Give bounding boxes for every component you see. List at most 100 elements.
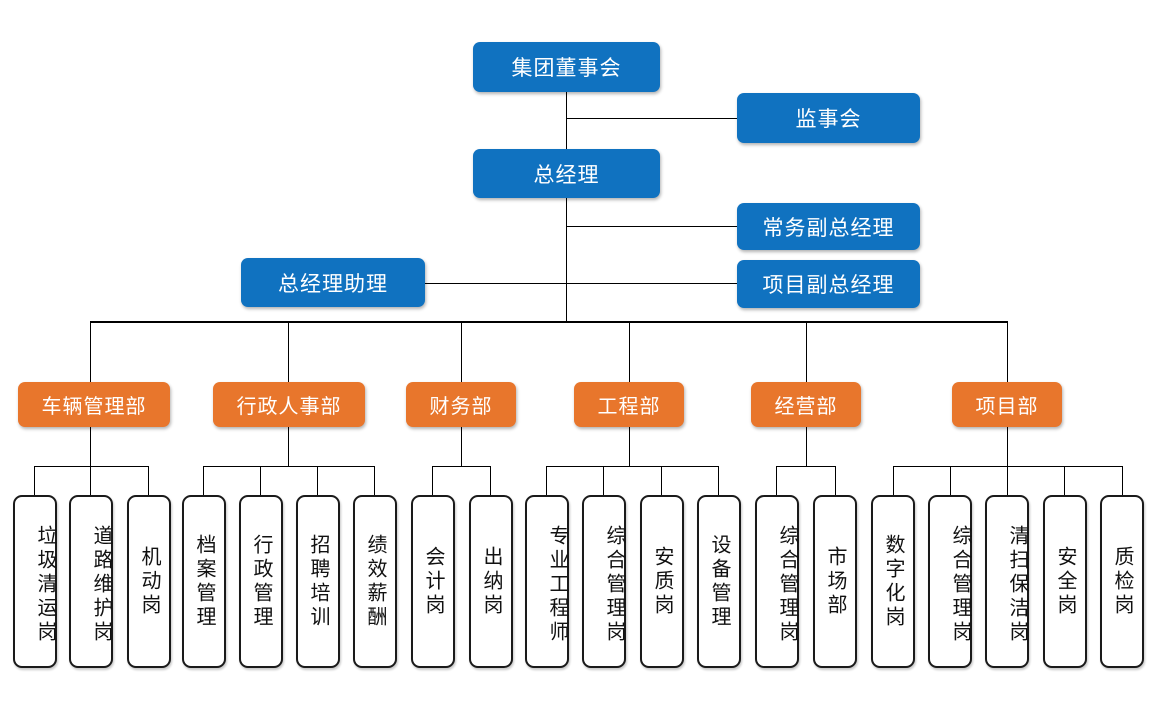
node-position-engineering-general-management[interactable]: 综合管理岗: [582, 495, 626, 668]
node-position-marketing[interactable]: 市场部: [813, 495, 857, 668]
node-position-digitalization-label: 数字化岗: [882, 533, 904, 630]
node-general-manager[interactable]: 总经理: [473, 149, 660, 198]
connector-dept2-leaf-1: [203, 466, 204, 495]
connector-drop-dept-2: [288, 321, 289, 382]
node-department-administration-hr[interactable]: 行政人事部: [213, 382, 365, 427]
connector-dept3-bus: [432, 466, 490, 467]
connector-dept5-stem: [806, 427, 807, 466]
node-position-safety[interactable]: 安全岗: [1043, 495, 1087, 668]
node-position-project-general-management-label: 综合管理岗: [949, 524, 971, 645]
node-department-engineering[interactable]: 工程部: [574, 382, 684, 427]
node-department-project[interactable]: 项目部: [952, 382, 1062, 427]
node-project-deputy-gm[interactable]: 项目副总经理: [737, 260, 920, 308]
node-department-vehicle-management-label: 车辆管理部: [41, 396, 147, 418]
node-position-quality-inspection-label: 质检岗: [1111, 545, 1133, 618]
node-position-cleaning-sanitation-label: 清扫保洁岗: [1006, 524, 1028, 645]
node-position-operations-general-management[interactable]: 综合管理岗: [755, 495, 799, 668]
connector-dept2-leaf-3: [317, 466, 318, 495]
connector-dept4-leaf-1: [546, 466, 547, 495]
node-project-deputy-gm-label: 项目副总经理: [762, 274, 895, 297]
node-gm-assistant[interactable]: 总经理助理: [241, 258, 425, 307]
node-position-road-maintenance[interactable]: 道路维护岗: [69, 495, 113, 668]
connector-dept6-leaf-1: [893, 466, 894, 495]
node-position-records-management[interactable]: 档案管理: [182, 495, 226, 668]
node-department-finance-label: 财务部: [429, 396, 493, 418]
node-position-accounting[interactable]: 会计岗: [411, 495, 455, 668]
connector-dept4-leaf-2: [603, 466, 604, 495]
node-executive-deputy-gm-label: 常务副总经理: [762, 216, 895, 240]
node-board-of-directors-label: 集团董事会: [511, 57, 622, 80]
connector-dept2-bus: [203, 466, 374, 467]
node-department-operations[interactable]: 经营部: [751, 382, 861, 427]
connector-dept3-leaf-1: [432, 466, 433, 495]
node-position-engineering-general-management-label: 综合管理岗: [603, 524, 625, 645]
connector-dept3-leaf-2: [490, 466, 491, 495]
node-general-manager-label: 总经理: [533, 163, 600, 187]
connector-gm-to-supervisory: [566, 118, 737, 119]
connector-dept4-leaf-3: [661, 466, 662, 495]
node-supervisory-board[interactable]: 监事会: [737, 93, 920, 143]
connector-dept2-stem: [288, 427, 289, 466]
connector-department-bus: [90, 321, 1008, 323]
connector-dept6-leaf-3: [1007, 466, 1008, 495]
connector-dept2-leaf-4: [374, 466, 375, 495]
node-position-recruitment-training[interactable]: 招聘培训: [296, 495, 340, 668]
node-department-operations-label: 经营部: [774, 396, 838, 418]
node-department-vehicle-management[interactable]: 车辆管理部: [18, 382, 170, 427]
node-position-recruitment-training-label: 招聘培训: [307, 533, 329, 630]
node-position-equipment-management[interactable]: 设备管理: [697, 495, 741, 668]
connector-drop-dept-5: [806, 321, 807, 382]
node-position-cashier[interactable]: 出纳岗: [469, 495, 513, 668]
node-department-finance[interactable]: 财务部: [406, 382, 516, 427]
connector-gm-trunk: [566, 198, 567, 323]
node-position-cleaning-sanitation[interactable]: 清扫保洁岗: [985, 495, 1029, 668]
connector-dept4-bus: [546, 466, 718, 467]
connector-dept6-leaf-5: [1122, 466, 1123, 495]
connector-gm-to-executive-deputy: [566, 226, 737, 227]
node-position-project-general-management[interactable]: 综合管理岗: [928, 495, 972, 668]
node-position-waste-transport[interactable]: 垃圾清运岗: [13, 495, 57, 668]
connector-dept5-leaf-1: [776, 466, 777, 495]
connector-drop-dept-1: [90, 321, 91, 382]
node-department-administration-hr-label: 行政人事部: [236, 396, 342, 418]
node-department-project-label: 项目部: [975, 396, 1039, 418]
node-position-records-management-label: 档案管理: [193, 533, 215, 630]
connector-dept6-leaf-4: [1064, 466, 1065, 495]
node-position-safety-label: 安全岗: [1054, 545, 1076, 618]
connector-drop-dept-6: [1007, 321, 1008, 382]
node-position-road-maintenance-label: 道路维护岗: [90, 524, 112, 645]
node-position-digitalization[interactable]: 数字化岗: [871, 495, 915, 668]
connector-dept2-leaf-2: [260, 466, 261, 495]
node-position-professional-engineer[interactable]: 专业工程师: [525, 495, 569, 668]
node-position-administration-management-label: 行政管理: [250, 533, 272, 630]
connector-dept6-leaf-2: [950, 466, 951, 495]
node-gm-assistant-label: 总经理助理: [278, 272, 388, 296]
connector-dept3-stem: [461, 427, 462, 466]
node-position-safety-quality[interactable]: 安质岗: [640, 495, 684, 668]
node-position-waste-transport-label: 垃圾清运岗: [34, 524, 56, 645]
node-position-performance-compensation-label: 绩效薪酬: [364, 533, 386, 630]
node-position-accounting-label: 会计岗: [422, 545, 444, 618]
connector-dept6-stem: [1007, 427, 1008, 466]
connector-gm-to-assistant: [425, 283, 566, 284]
connector-board-to-gm: [566, 92, 567, 158]
connector-dept5-bus: [776, 466, 835, 467]
connector-dept1-leaf-1: [34, 466, 35, 495]
node-position-marketing-label: 市场部: [824, 545, 846, 618]
node-position-mobile-unit-label: 机动岗: [138, 545, 160, 618]
node-position-administration-management[interactable]: 行政管理: [239, 495, 283, 668]
node-department-engineering-label: 工程部: [597, 396, 661, 418]
connector-dept1-stem: [90, 427, 91, 466]
node-board-of-directors[interactable]: 集团董事会: [473, 42, 660, 92]
connector-dept4-leaf-4: [718, 466, 719, 495]
node-position-operations-general-management-label: 综合管理岗: [776, 524, 798, 645]
connector-dept1-bus: [34, 466, 148, 467]
node-position-mobile-unit[interactable]: 机动岗: [127, 495, 171, 668]
node-executive-deputy-gm[interactable]: 常务副总经理: [737, 203, 920, 250]
node-position-performance-compensation[interactable]: 绩效薪酬: [353, 495, 397, 668]
node-position-quality-inspection[interactable]: 质检岗: [1100, 495, 1144, 668]
connector-dept5-leaf-2: [835, 466, 836, 495]
node-position-professional-engineer-label: 专业工程师: [546, 524, 568, 645]
connector-dept4-stem: [629, 427, 630, 466]
